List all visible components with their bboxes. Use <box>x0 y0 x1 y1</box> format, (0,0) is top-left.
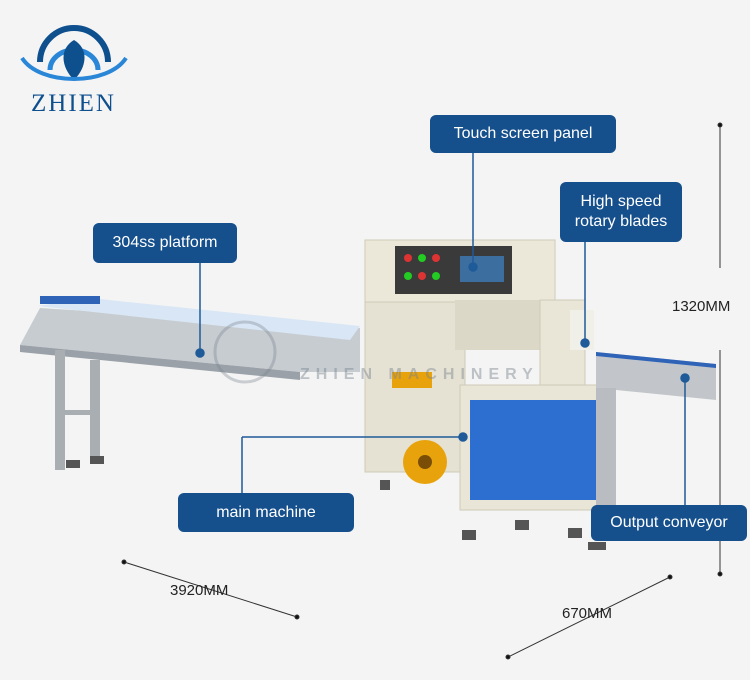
watermark-emblem <box>213 320 277 384</box>
film-roll <box>392 372 447 484</box>
callout-output-conveyor: Output conveyor <box>591 505 747 541</box>
machine-foot <box>380 480 390 490</box>
callout-blades-line2: rotary blades <box>574 213 668 230</box>
machine-foot <box>462 530 476 540</box>
callout-rotary-blades: High speed rotary blades <box>560 182 682 242</box>
callout-main-machine: main machine <box>178 493 354 532</box>
brand-logo-text: ZHIEN <box>31 90 116 117</box>
callout-304ss-platform: 304ss platform <box>93 223 237 263</box>
callout-leaders <box>195 153 690 505</box>
dimension-length-label: 3920MM <box>170 582 229 599</box>
main-machine-body <box>364 239 616 511</box>
infeed-platform <box>20 296 360 470</box>
machine-foot <box>568 528 582 538</box>
callout-blades-line1: High speed <box>580 193 662 210</box>
machine-foot <box>515 520 529 530</box>
dimension-height-label: 1320MM <box>672 298 731 315</box>
callout-touch-screen-panel: Touch screen panel <box>430 115 616 153</box>
output-conveyor <box>588 352 716 550</box>
dimension-width-label: 670MM <box>562 605 613 622</box>
watermark-text: ZHIEN MACHINERY <box>300 366 539 383</box>
zhien-logo-emblem <box>20 25 128 81</box>
